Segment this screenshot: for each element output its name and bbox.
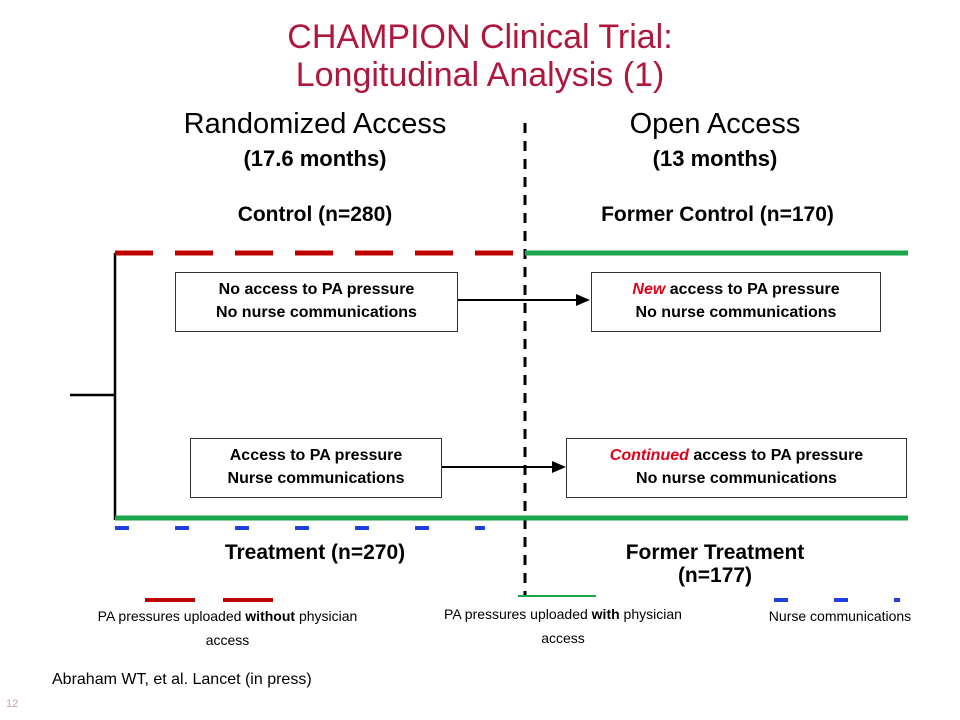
former-treatment-box-line1-rest: access to PA pressure	[688, 447, 864, 464]
legend-no-physician-access: PA pressures uploaded without physician …	[70, 604, 385, 652]
legend-no-physician-bold: without	[245, 608, 296, 624]
treatment-arrowhead	[552, 461, 566, 473]
control-box: No access to PA pressure No nurse commun…	[175, 272, 458, 332]
legend-physician-access: PA pressures uploaded with physician acc…	[418, 602, 708, 650]
former-treatment-label-line2: (n=177)	[677, 564, 753, 587]
control-arrowhead	[576, 294, 590, 306]
legend-nurse-communications: Nurse communications	[768, 608, 912, 624]
legend-no-physician-pre: PA pressures uploaded	[97, 608, 246, 624]
legend-physician-post: physician	[619, 606, 682, 622]
legend-no-physician-line1: PA pressures uploaded without physician	[70, 604, 385, 628]
legend-physician-line2: access	[541, 630, 585, 646]
control-box-line1: No access to PA pressure	[218, 281, 415, 298]
treatment-label: Treatment (n=270)	[224, 541, 406, 564]
continued-emphasis: Continued	[609, 447, 689, 464]
former-treatment-box-line1: Continued access to PA pressure	[567, 444, 906, 467]
new-emphasis: New	[632, 281, 666, 298]
open-access-header: Open Access	[629, 108, 801, 140]
randomized-access-header: Randomized Access	[183, 108, 447, 140]
former-control-box: New access to PA pressure No nurse commu…	[591, 272, 881, 332]
treatment-box-line2: Nurse communications	[227, 470, 405, 487]
former-control-box-line1: New access to PA pressure	[592, 278, 880, 301]
title-line-2: Longitudinal Analysis (1)	[295, 56, 665, 94]
former-treatment-box: Continued access to PA pressure No nurse…	[566, 438, 907, 498]
legend-no-physician-post: physician	[295, 608, 358, 624]
former-treatment-label: Former Treatment (n=177)	[560, 541, 870, 587]
open-access-duration: (13 months)	[652, 146, 778, 171]
slide-title: CHAMPION Clinical Trial: Longitudinal An…	[0, 18, 960, 94]
legend-physician-bold: with	[591, 606, 620, 622]
treatment-box-line1: Access to PA pressure	[229, 447, 403, 464]
slide-number: 12	[6, 698, 19, 710]
legend-no-physician-line2: access	[205, 632, 250, 648]
control-box-line2: No nurse communications	[216, 304, 417, 321]
citation: Abraham WT, et al. Lancet (in press)	[52, 671, 312, 688]
former-treatment-label-line1: Former Treatment	[625, 541, 805, 564]
former-control-box-line1-rest: access to PA pressure	[665, 281, 840, 298]
treatment-box: Access to PA pressure Nurse communicatio…	[190, 438, 442, 498]
control-label: Control (n=280)	[237, 203, 393, 226]
legend-physician-pre: PA pressures uploaded	[444, 606, 592, 622]
former-treatment-box-line2: No nurse communications	[636, 470, 837, 487]
title-line-1: CHAMPION Clinical Trial:	[287, 18, 673, 56]
former-control-label: Former Control (n=170)	[601, 203, 834, 226]
former-control-box-line2: No nurse communications	[635, 304, 837, 321]
randomized-access-duration: (17.6 months)	[243, 146, 387, 171]
legend-physician-line1: PA pressures uploaded with physician	[418, 602, 708, 626]
